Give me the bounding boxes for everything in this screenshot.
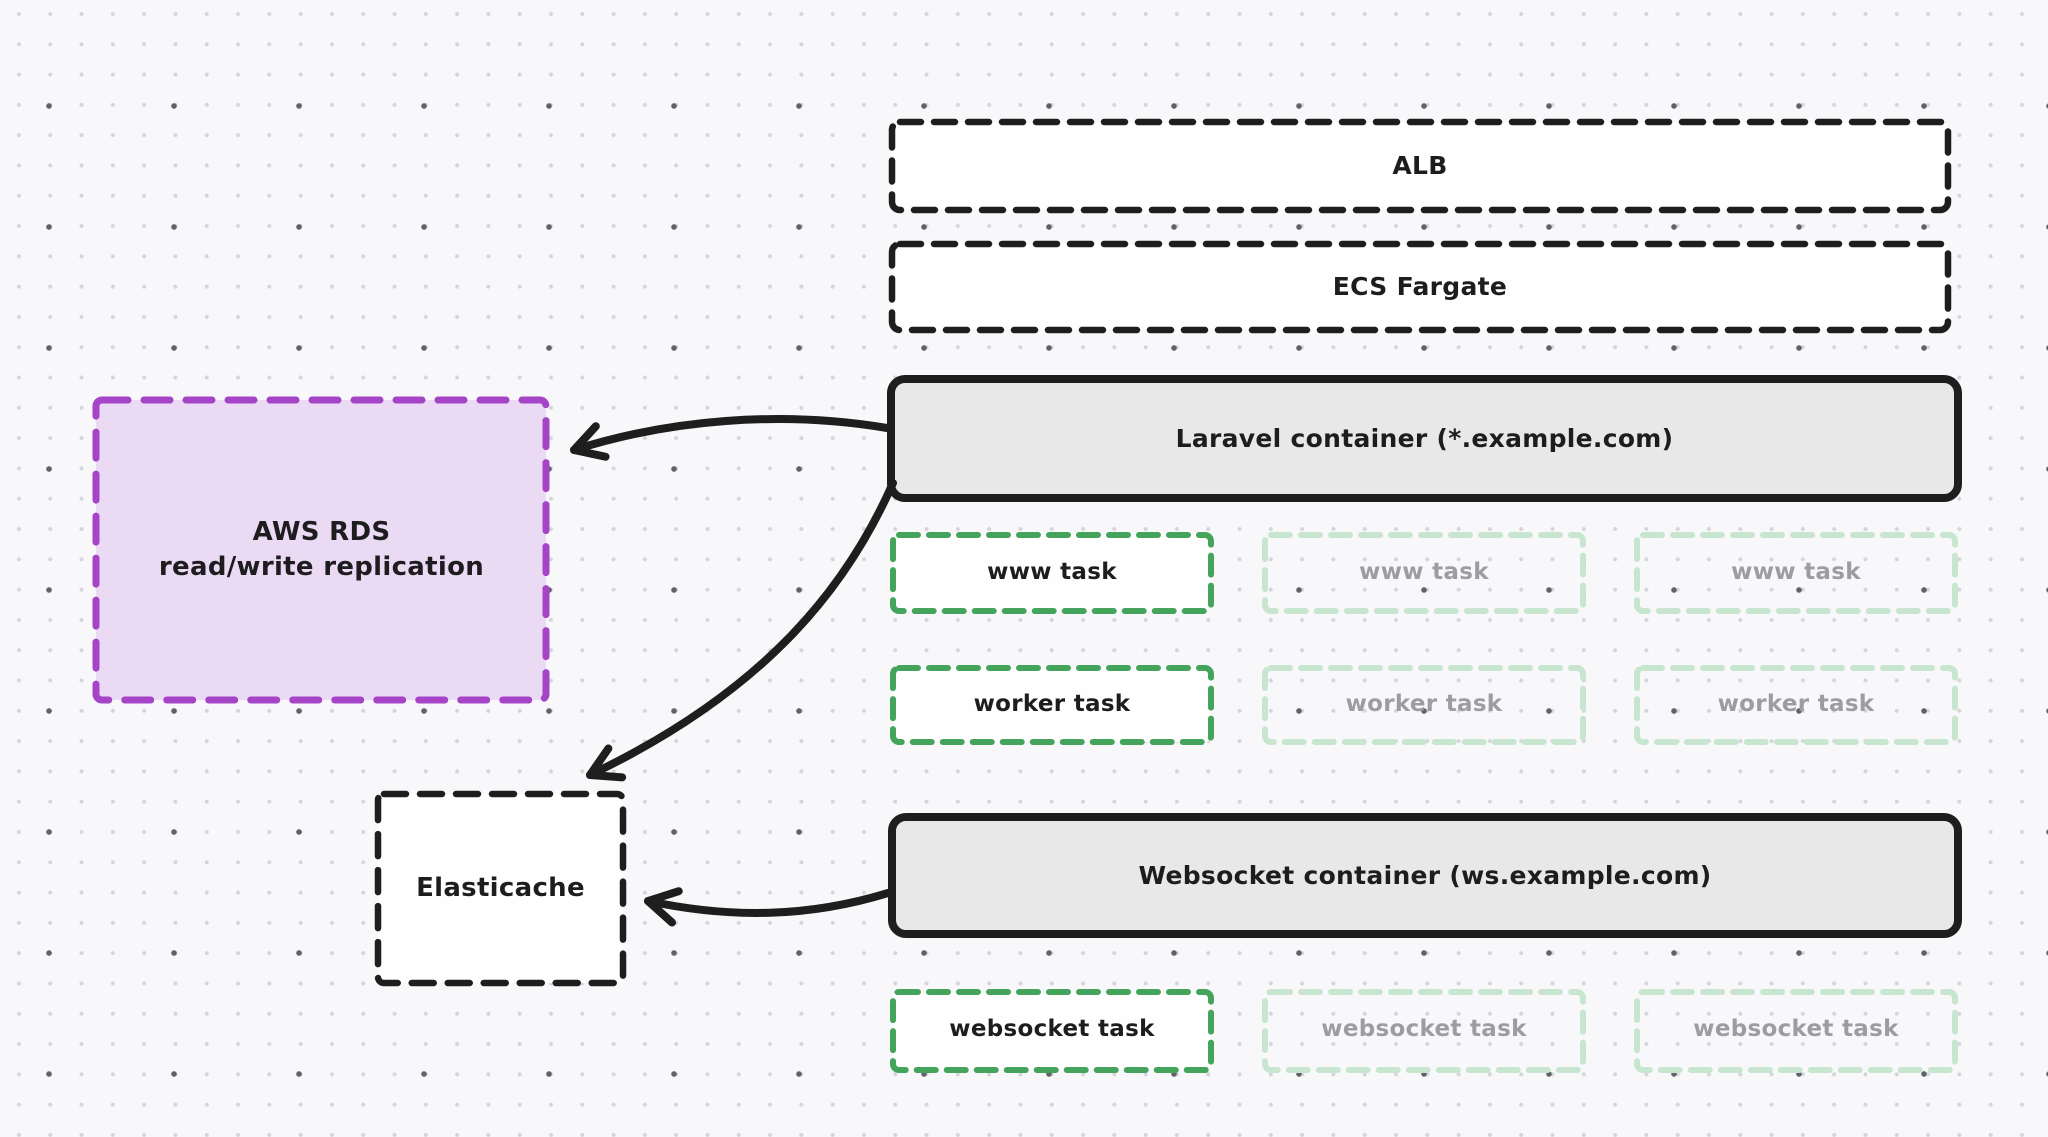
www-task-box-2 xyxy=(1262,532,1586,614)
arrow-laravel-to-elasticache xyxy=(586,479,897,782)
arrow-laravel-to-rds xyxy=(570,415,891,461)
laravel-container-box xyxy=(887,375,1962,502)
alb-box xyxy=(888,118,1952,214)
websocket-container-box xyxy=(888,813,1962,938)
worker-task-box-3 xyxy=(1634,665,1958,745)
worker-task-box-2 xyxy=(1262,665,1586,745)
ecs-fargate-box xyxy=(888,240,1952,334)
aws-rds-box xyxy=(92,396,550,704)
arrow-websocket-to-elasticache xyxy=(644,887,892,927)
elasticache-box xyxy=(374,790,627,987)
websocket-task-box-2 xyxy=(1262,989,1586,1073)
www-task-box-3 xyxy=(1634,532,1958,614)
www-task-box-1 xyxy=(890,532,1214,614)
worker-task-box-1 xyxy=(890,665,1214,745)
websocket-task-box-1 xyxy=(890,989,1214,1073)
websocket-task-box-3 xyxy=(1634,989,1958,1073)
